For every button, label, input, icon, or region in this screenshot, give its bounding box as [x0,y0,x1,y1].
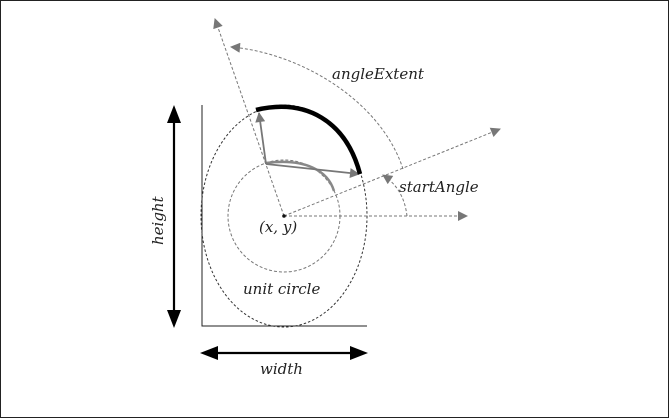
width-arrow-head-right [350,346,368,360]
vector-to-arc-end [255,112,267,165]
height-arrow-head-top [167,105,181,123]
drawn-arc [255,104,363,175]
center-point [282,214,286,218]
start-angle-label: startAngle [399,178,479,196]
unit-circle-label: unit circle [243,280,320,298]
unit-arc [265,160,336,192]
center-label: (x, y) [259,218,297,236]
ray-angle-extent [213,18,285,217]
height-arrow-head-bottom [167,310,181,328]
ray-start-angle [283,127,501,217]
width-label: width [260,360,303,378]
vector-to-arc-start [265,163,360,179]
angle-extent-label: angleExtent [332,65,425,83]
angle-extent-arc [230,42,404,170]
width-arrow-head-left [200,346,218,360]
height-label: height [149,195,167,245]
bounding-box-corner [201,105,367,327]
